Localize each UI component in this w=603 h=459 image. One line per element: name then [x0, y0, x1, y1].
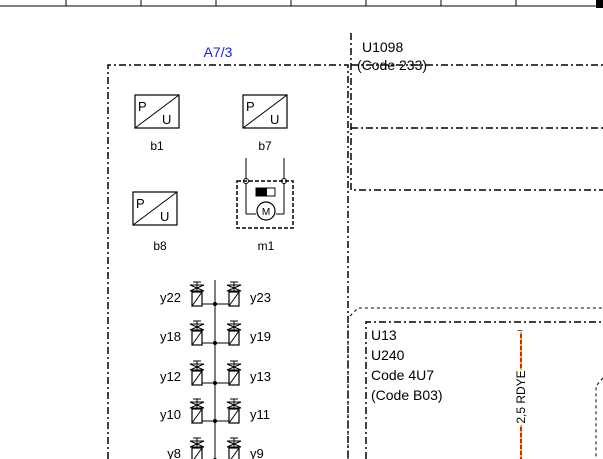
- pressure-sensor-b8[interactable]: P U b8: [132, 191, 178, 253]
- sensor-p-label: P: [138, 99, 147, 114]
- valve-label-y11: y11: [250, 407, 270, 422]
- junction-dot: [213, 381, 217, 385]
- valve-label-y10: y10: [160, 407, 181, 422]
- wire-rdye: ~ 2,5 RDYE: [514, 326, 528, 459]
- valve-label-y13: y13: [250, 369, 271, 384]
- valve-label-y18: y18: [160, 329, 181, 344]
- y10-valve-icon[interactable]: [189, 398, 215, 424]
- motor-id-label: m1: [258, 239, 275, 253]
- box-u13: U13 U240 Code 4U7 (Code B03): [347, 307, 603, 459]
- y9-valve-icon[interactable]: [215, 437, 242, 459]
- sensor-id-label: b7: [258, 139, 272, 153]
- y11-valve-icon[interactable]: [215, 398, 242, 424]
- code-b03-label: (Code B03): [371, 387, 443, 403]
- sensor-id-label: b1: [150, 139, 164, 153]
- valve-label-y23: y23: [250, 290, 271, 305]
- code-4u7-label: Code 4U7: [371, 367, 434, 383]
- module-a7-3: A7/3: [107, 44, 349, 459]
- pressure-sensor-b7[interactable]: P U b7: [242, 94, 288, 153]
- sensor-u-label: U: [162, 112, 171, 127]
- wire-tilde: ~: [517, 326, 523, 337]
- pressure-sensor-b1[interactable]: P U b1: [134, 94, 180, 153]
- sensor-u-label: U: [160, 209, 169, 224]
- valve-label-y19: y19: [250, 329, 271, 344]
- sensor-id-label: b8: [153, 239, 167, 253]
- motor-m1[interactable]: M m1: [236, 158, 294, 253]
- y22-valve-icon[interactable]: [189, 281, 215, 307]
- valve-label-y12: y12: [160, 369, 181, 384]
- y18-valve-icon[interactable]: [189, 320, 215, 346]
- motor-circle: [256, 201, 276, 221]
- u240-label: U240: [371, 347, 405, 363]
- junction-dot: [213, 302, 217, 306]
- wire-label: 2,5 RDYE: [514, 370, 528, 423]
- sensor-p-label: P: [246, 99, 255, 114]
- y8-valve-icon[interactable]: [189, 437, 215, 459]
- u1098-code: (Code 233): [357, 57, 427, 73]
- valve-label-y8: y8: [167, 446, 181, 459]
- y12-valve-icon[interactable]: [189, 360, 215, 386]
- y19-valve-icon[interactable]: [215, 320, 242, 346]
- top-ruler: [0, 0, 603, 8]
- y13-valve-icon[interactable]: [215, 360, 242, 386]
- valve-block: y22 y23 y18 y19 y12 y13 y10 y11 y8 y9: [160, 280, 271, 459]
- u13-label: U13: [371, 327, 397, 343]
- sensor-u-label: U: [270, 112, 279, 127]
- valve-label-y22: y22: [160, 290, 181, 305]
- motor-symbol: M: [262, 207, 270, 218]
- y23-valve-icon[interactable]: [215, 281, 242, 307]
- module-label: A7/3: [204, 44, 233, 60]
- sensor-p-label: P: [136, 196, 145, 211]
- junction-dot: [213, 341, 217, 345]
- u1098-label: U1098: [362, 39, 403, 55]
- junction-dot: [213, 419, 217, 423]
- box-u1098: U1098 (Code 233): [350, 33, 603, 191]
- valve-label-y9: y9: [250, 446, 264, 459]
